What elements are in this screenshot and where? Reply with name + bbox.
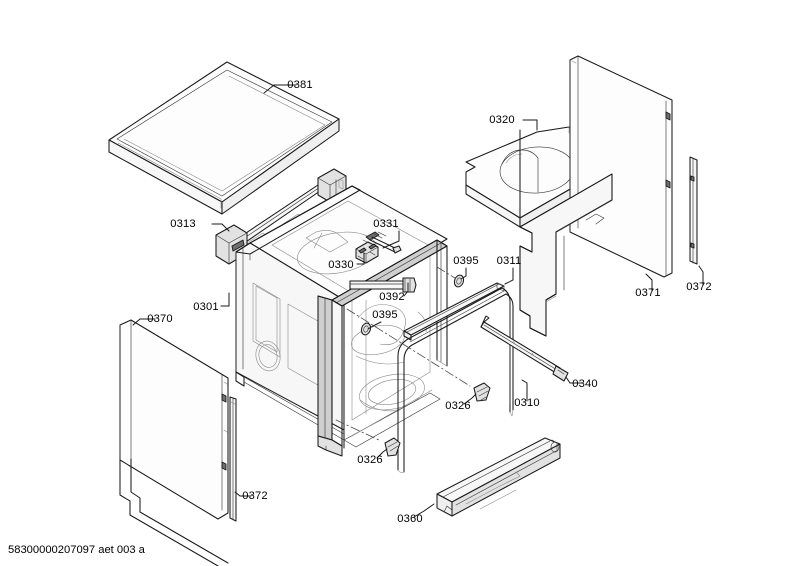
part-0360-base-cover-trim [436, 437, 561, 517]
footer-document-code: 58300000207097 aet 003 a [8, 544, 146, 556]
callout-number-0372: 0372 [686, 281, 712, 293]
callout-trim-bar: 0311 [497, 255, 522, 285]
callout-edge-trim-strip: 0372 [234, 490, 268, 502]
part-0340-support-rod [480, 315, 569, 382]
callout-insulation-mat: 0320 [489, 114, 538, 131]
callout-number-0320: 0320 [489, 114, 515, 126]
callout-worktop-panel: 0381 [263, 79, 313, 94]
leader-line-0340 [565, 376, 582, 384]
callout-right-side-panel: 0371 [635, 273, 661, 299]
callout-number-0326: 0326 [357, 454, 383, 466]
callout-number-0313: 0313 [170, 218, 196, 230]
callout-number-0326: 0326 [445, 400, 471, 412]
callout-number-0381: 0381 [287, 79, 313, 91]
part-0371-right-side-panel [519, 55, 673, 337]
leader-line-0381 [263, 84, 297, 94]
leader-line-0331 [382, 230, 400, 249]
part-0395-grommet-outer [436, 266, 465, 288]
callout-support-rod: 0340 [565, 376, 598, 390]
callout-front-top-rail: 0313 [170, 218, 230, 232]
callout-left-side-panel: 0370 [132, 313, 173, 326]
leader-line-0395 [367, 321, 382, 330]
part-0395-grommet-inner [360, 322, 372, 336]
callout-number-0395: 0395 [372, 309, 398, 321]
callout-number-0395: 0395 [453, 255, 479, 267]
part-0301-inner-tub [235, 185, 448, 457]
part-0326-mounting-clip-lower [335, 419, 401, 457]
leader-line-0326 [463, 393, 477, 405]
callout-number-0360: 0360 [397, 513, 423, 525]
leader-line-0392 [403, 282, 409, 297]
callout-mounting-clip: 0326 [357, 448, 388, 466]
part-0372-edge-trim-left [229, 396, 237, 522]
callout-layer: 0381 0313 0331 0330 0301 0370 0392 0395 0395 0311… [132, 79, 712, 525]
leader-line-0301 [220, 292, 230, 307]
leader-line-0370 [132, 318, 156, 326]
callout-inner-tub: 0301 [193, 292, 230, 313]
part-0310-base-frame [397, 287, 514, 473]
callout-number-0392: 0392 [379, 291, 405, 303]
part-0372-edge-trim-right [689, 156, 698, 265]
callout-number-0371: 0371 [635, 287, 661, 299]
callout-cross-strut: 0392 [379, 282, 409, 303]
part-0330-cable-clip-bracket [355, 241, 379, 264]
part-0392-cross-strut [349, 277, 417, 293]
callout-number-0301: 0301 [193, 301, 219, 313]
leader-line-0395 [460, 267, 467, 280]
part-0381-worktop-panel [108, 61, 340, 215]
callout-fixing-screw: 0331 [373, 218, 400, 249]
callout-rubber-grommet: 0395 [367, 309, 398, 330]
callout-edge-trim-strip: 0372 [686, 265, 712, 293]
callout-base-cover-trim: 0360 [397, 503, 435, 525]
callout-base-frame: 0310 [514, 379, 540, 409]
leader-line-0311 [504, 267, 514, 285]
leader-line-0372 [698, 265, 704, 286]
callout-number-0340: 0340 [572, 378, 598, 390]
leader-line-0371 [645, 273, 653, 292]
callout-number-0310: 0310 [514, 397, 540, 409]
leader-line-0360 [413, 503, 435, 518]
callout-rubber-grommet: 0395 [453, 255, 479, 280]
leader-line-0320 [522, 119, 538, 131]
leader-line-0326 [376, 448, 388, 459]
callout-cable-clip-bracket: 0330 [328, 252, 365, 271]
callout-number-0370: 0370 [147, 313, 173, 325]
callout-number-0330: 0330 [328, 259, 354, 271]
part-0326-mounting-clip-upper [346, 308, 491, 402]
leader-line-0313 [211, 223, 230, 232]
callout-number-0311: 0311 [497, 255, 522, 267]
leader-line-0372 [234, 491, 252, 497]
part-0370-left-side-panel [119, 319, 229, 566]
leader-line-0330 [356, 252, 365, 265]
leader-line-0310 [521, 379, 528, 402]
part-0331-fixing-screw [362, 231, 402, 254]
callout-number-0372: 0372 [242, 490, 268, 502]
callout-number-0331: 0331 [373, 218, 399, 230]
callout-mounting-clip: 0326 [445, 393, 477, 412]
